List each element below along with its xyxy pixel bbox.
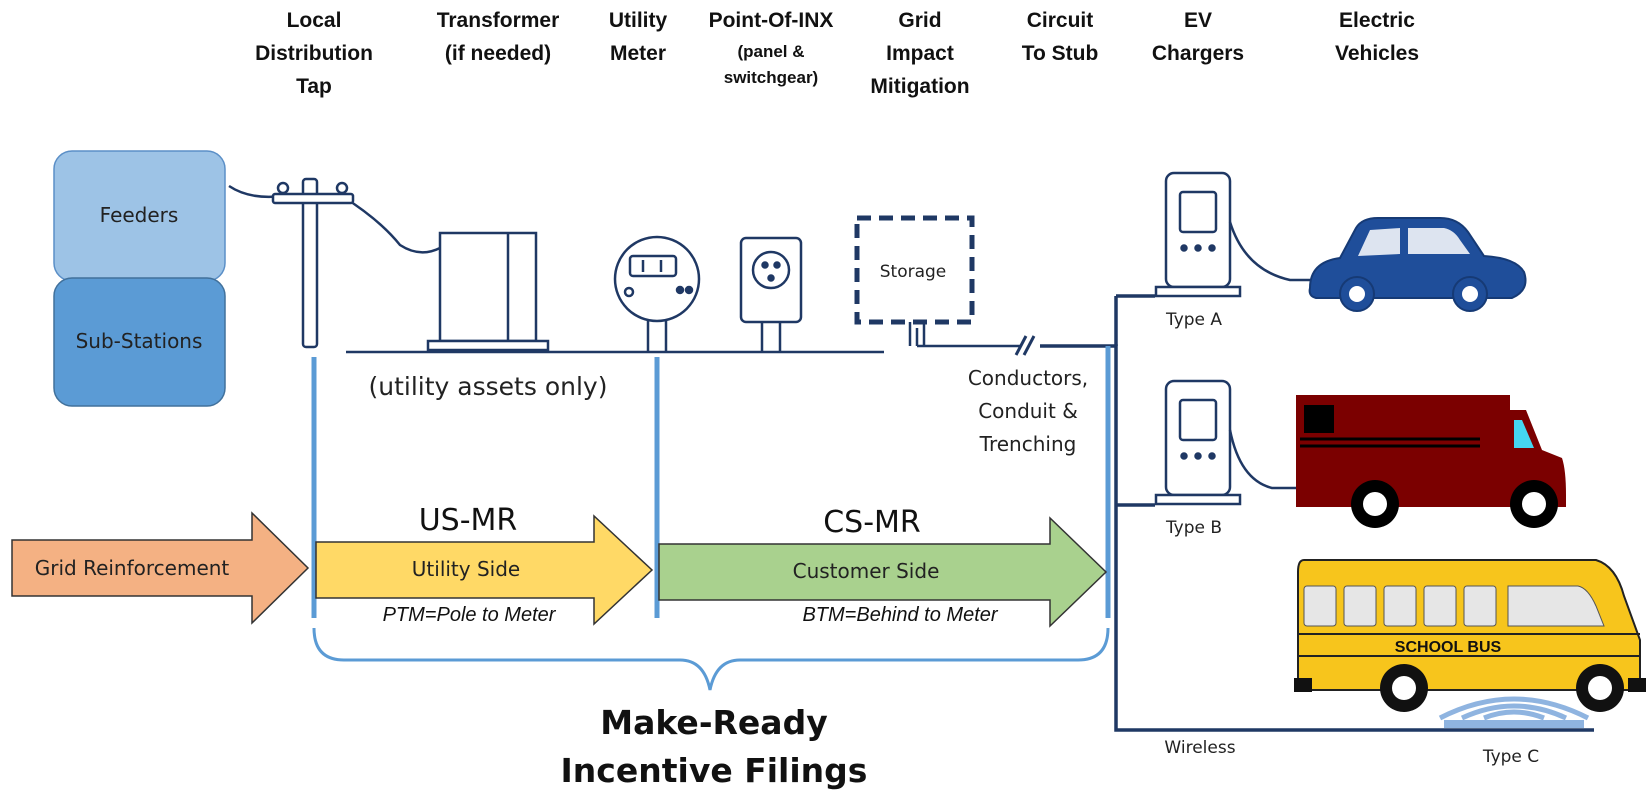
header-meter-line2: Meter — [610, 42, 666, 65]
storage-label: Storage — [880, 262, 947, 282]
header-mitigation-line1: Grid — [898, 9, 941, 32]
bus-lettering: SCHOOL BUS — [1395, 639, 1502, 656]
header-inx-line1: Point-Of-INX — [709, 9, 834, 32]
electric-delivery-truck-icon — [1296, 395, 1566, 528]
boundary-lines — [311, 346, 1111, 618]
customer-side-label: Customer Side — [793, 559, 940, 583]
header-utility-meter: Utility Meter — [609, 9, 668, 65]
header-circuit-to-stub: Circuit To Stub — [1022, 9, 1099, 65]
make-ready-footer: Make-Ready Incentive Filings — [561, 703, 868, 790]
header-ev-chargers: EV Chargers — [1152, 9, 1244, 65]
wireless-label: Wireless — [1164, 738, 1235, 758]
ev-charger-type-b-icon — [1154, 379, 1296, 506]
storage-box: Storage — [854, 215, 975, 346]
header-chargers-line2: Chargers — [1152, 42, 1244, 65]
grid-reinforcement-arrow — [11, 511, 310, 625]
header-stub-line1: Circuit — [1027, 9, 1094, 32]
conductors-line1: Conductors, — [968, 366, 1088, 390]
utility-pole-icon — [271, 177, 355, 349]
header-electric-vehicles: Electric Vehicles — [1335, 9, 1419, 65]
type-b-label: Type B — [1165, 518, 1222, 538]
header-meter-line1: Utility — [609, 9, 668, 32]
electric-car-icon — [1308, 217, 1527, 312]
header-grid-impact-mitigation: Grid Impact Mitigation — [870, 9, 969, 98]
type-a-label: Type A — [1165, 310, 1222, 330]
panel-switchgear-icon — [739, 236, 803, 352]
transformer-icon — [426, 231, 550, 352]
utility-side-arrow — [315, 514, 654, 626]
charger-feed-bus — [1040, 294, 1594, 732]
header-inx-sub1: (panel & — [737, 42, 804, 61]
header-vehicles-line1: Electric — [1339, 9, 1415, 32]
header-mitigation-line3: Mitigation — [870, 75, 969, 98]
header-transformer-line1: Transformer — [437, 9, 560, 32]
grid-reinforcement-label: Grid Reinforcement — [35, 556, 230, 580]
header-tap-line1: Local — [287, 9, 342, 32]
us-mr-label: US-MR — [419, 503, 518, 538]
wireless-charging-pad-icon — [1438, 696, 1590, 728]
header-mitigation-line2: Impact — [886, 42, 954, 65]
utility-side-label: Utility Side — [412, 557, 520, 581]
header-point-of-inx: Point-Of-INX (panel & switchgear) — [709, 9, 834, 87]
electric-school-bus-icon: SCHOOL BUS — [1294, 559, 1646, 712]
header-vehicles-line2: Vehicles — [1335, 42, 1419, 65]
conductors-line3: Trenching — [979, 432, 1077, 456]
cs-mr-label: CS-MR — [823, 505, 921, 540]
feeders-label: Feeders — [100, 203, 179, 227]
ev-charger-type-a-icon — [1154, 171, 1310, 298]
ptm-label: PTM=Pole to Meter — [383, 604, 557, 626]
header-transformer: Transformer (if needed) — [437, 9, 560, 65]
incentive-brace — [312, 627, 1110, 691]
conductors-line2: Conduit & — [978, 399, 1078, 423]
header-stub-line2: To Stub — [1022, 42, 1099, 65]
header-chargers-line1: EV — [1184, 9, 1212, 32]
footer-line2: Incentive Filings — [561, 751, 868, 790]
circuit-break-icon — [1014, 335, 1036, 356]
header-transformer-line2: (if needed) — [445, 42, 551, 65]
substations-box — [53, 277, 226, 407]
type-c-label: Type C — [1482, 747, 1539, 767]
header-tap-line3: Tap — [296, 75, 332, 98]
btm-label: BTM=Behind to Meter — [802, 604, 998, 626]
utility-assets-note: (utility assets only) — [369, 372, 608, 401]
header-inx-sub2: switchgear) — [724, 68, 818, 87]
substations-label: Sub-Stations — [76, 329, 203, 353]
overhead-wires — [228, 184, 1020, 354]
conductors-note: Conductors, Conduit & Trenching — [968, 366, 1088, 456]
utility-meter-icon — [613, 235, 701, 352]
header-tap-line2: Distribution — [255, 42, 373, 65]
footer-line1: Make-Ready — [600, 703, 827, 742]
customer-side-arrow — [658, 516, 1108, 628]
header-local-distribution-tap: Local Distribution Tap — [255, 9, 373, 98]
